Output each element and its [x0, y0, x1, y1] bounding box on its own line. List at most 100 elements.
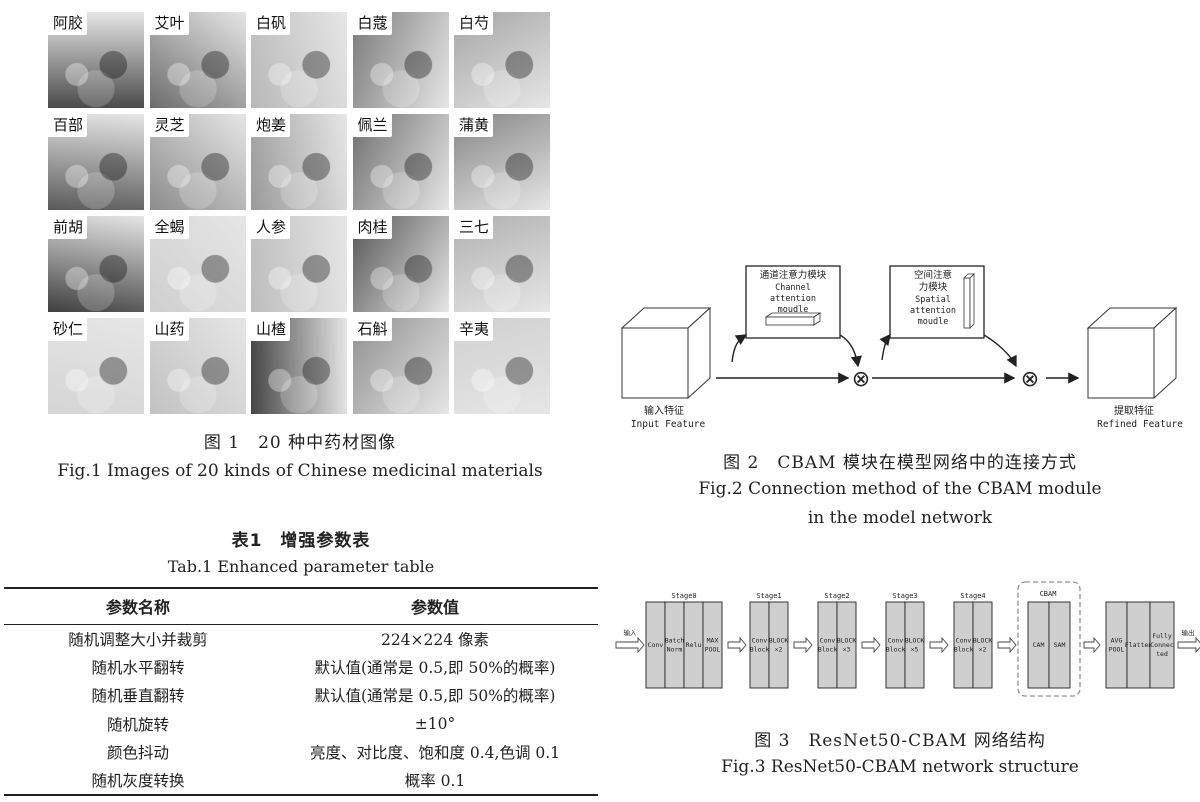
channel-attention-label-zh: 通道注意力模块 [760, 269, 827, 281]
network-block [972, 601, 993, 689]
network-block-label-line: ×2 [979, 646, 987, 654]
header-param-value: 参数值 [272, 587, 598, 625]
herb-image: 肉桂 [352, 216, 449, 312]
stage-arrow [997, 636, 1017, 654]
network-block-label-line: BLOCK [837, 637, 857, 645]
param-value-cell: 概率 0.1 [272, 766, 598, 796]
stage-arrow [793, 636, 813, 654]
network-block-label-line: Block [750, 646, 770, 654]
param-value-cell: 默认值(通常是 0.5,即 50%的概率) [314, 687, 556, 706]
param-name-cell: 随机旋转 [106, 715, 169, 734]
table1-subtitle: Tab.1 Enhanced parameter table [167, 557, 435, 576]
herb-label: 炮姜 [251, 114, 291, 137]
figure2-caption-zh: 图 2 CBAM 模块在模型网络中的连接方式 [723, 453, 1077, 473]
network-block-label-line: Block [818, 646, 838, 654]
herb-label: 山药 [149, 318, 189, 341]
herb-image: 白芍 [454, 12, 550, 108]
herb-image: 佩兰 [352, 114, 449, 210]
network-block-label-line: BLOCK [973, 637, 993, 645]
herb-label: 前胡 [48, 216, 88, 239]
param-name-cell: 随机水平翻转 [91, 658, 185, 677]
header-param-name: 参数名称 [4, 587, 272, 625]
input-feature-cube [620, 306, 712, 400]
multiply-symbol-2: ⊗ [1021, 367, 1039, 392]
stage-title: Stage4 [960, 592, 985, 600]
herb-image: 百部 [48, 114, 144, 210]
herb-label: 佩兰 [352, 114, 392, 137]
input-label: 输入 [624, 628, 638, 637]
herb-image: 阿胶 [48, 12, 144, 108]
stage-title: Stage3 [892, 592, 917, 600]
network-block-label-line: BLOCK [905, 637, 925, 645]
network-block-label-line: Fully [1152, 632, 1172, 640]
spatial-attention-slab [963, 273, 975, 329]
output-label: 输出 [1182, 628, 1195, 637]
herb-label: 三七 [454, 216, 494, 239]
herb-image: 灵芝 [149, 114, 246, 210]
herb-image: 辛夷 [454, 318, 550, 414]
cbam-dashed-group [1017, 581, 1081, 697]
herb-image: 白矾 [251, 12, 347, 108]
figure2-cbam-diagram: 输入特征 Input Feature 通道注意力模块 Channel atten… [620, 265, 1183, 430]
output-arrow [1177, 636, 1200, 654]
herb-label: 百部 [48, 114, 88, 137]
herb-label: 砂仁 [48, 318, 88, 341]
param-name-cell: 随机灰度转换 [4, 766, 272, 796]
network-block-label-line: ×3 [843, 646, 851, 654]
herb-image: 蒲黄 [454, 114, 550, 210]
stage-arrow [929, 636, 949, 654]
network-block-label-line: Connec [1150, 641, 1174, 649]
stage-arrow [727, 636, 747, 654]
network-block-label-line: Conv [648, 641, 664, 649]
stage-title: Stage0 [671, 592, 696, 600]
figure1-image-grid: 阿胶艾叶白矾白蔻白芍百部灵芝炮姜佩兰蒲黄前胡全蝎人参肉桂三七砂仁山药山楂石斛辛夷 [48, 12, 550, 414]
network-block-label-line: Conv [888, 637, 904, 645]
figure3-caption-en: Fig.3 ResNet50-CBAM network structure [721, 757, 1079, 777]
param-name-cell: 随机调整大小并裁剪 [68, 630, 208, 649]
herb-image: 炮姜 [251, 114, 347, 210]
network-block-label-line: AVG [1111, 637, 1123, 645]
stage-title: Stage1 [756, 592, 781, 600]
channel-attention-slab [764, 312, 822, 326]
channel-attention-box [745, 265, 841, 339]
stage-arrow [1083, 636, 1101, 654]
network-block-label-line: CAM [1033, 641, 1045, 649]
refined-feature-label-zh: 提取特征 [1114, 405, 1154, 417]
network-block-label-line: Block [954, 646, 974, 654]
channel-attention-label-en-3: moudle [778, 305, 809, 315]
spatial-attention-label-en-2: attention [910, 306, 956, 316]
figure2-caption-en-line1: Fig.2 Connection method of the CBAM modu… [698, 479, 1102, 499]
network-block [904, 601, 925, 689]
network-block-label-line: MAX [707, 637, 719, 645]
param-value-cell: ±10° [414, 714, 456, 733]
herb-image: 石斛 [352, 318, 449, 414]
table-row: 随机灰度转换概率 0.1 [4, 766, 598, 796]
network-block-label-line: Batch [665, 637, 685, 645]
input-arrow [615, 636, 645, 654]
herb-label: 白矾 [251, 12, 291, 35]
herb-image: 砂仁 [48, 318, 144, 414]
herb-label: 肉桂 [352, 216, 392, 239]
refined-feature-cube [1086, 306, 1178, 400]
network-block-label-line: ×5 [911, 646, 919, 654]
table-row: 随机垂直翻转默认值(通常是 0.5,即 50%的概率) [4, 681, 598, 710]
figure1-caption-zh: 图 1 20 种中药材图像 [203, 433, 397, 453]
network-block-label-line: ×2 [775, 646, 783, 654]
figure2-caption-en-line2: in the model network [807, 508, 993, 528]
network-block [836, 601, 857, 689]
refined-feature-label-en: Refined Feature [1097, 419, 1183, 430]
stage-title: Stage2 [824, 592, 849, 600]
network-block-label-line: Norm [667, 646, 683, 654]
network-block [1048, 601, 1071, 689]
herb-label: 全蝎 [149, 216, 189, 239]
cbam-title: CBAM [1040, 590, 1057, 598]
channel-attention-label-en-2: attention [770, 294, 816, 304]
param-value-cell: 亮度、对比度、饱和度 0.4,色调 0.1 [309, 744, 561, 763]
input-feature-label-zh: 输入特征 [644, 404, 684, 417]
herb-image: 全蝎 [149, 216, 246, 312]
herb-image: 白蔻 [352, 12, 449, 108]
spatial-attention-label-en-3: moudle [918, 317, 949, 327]
network-block-label-line: Block [886, 646, 906, 654]
